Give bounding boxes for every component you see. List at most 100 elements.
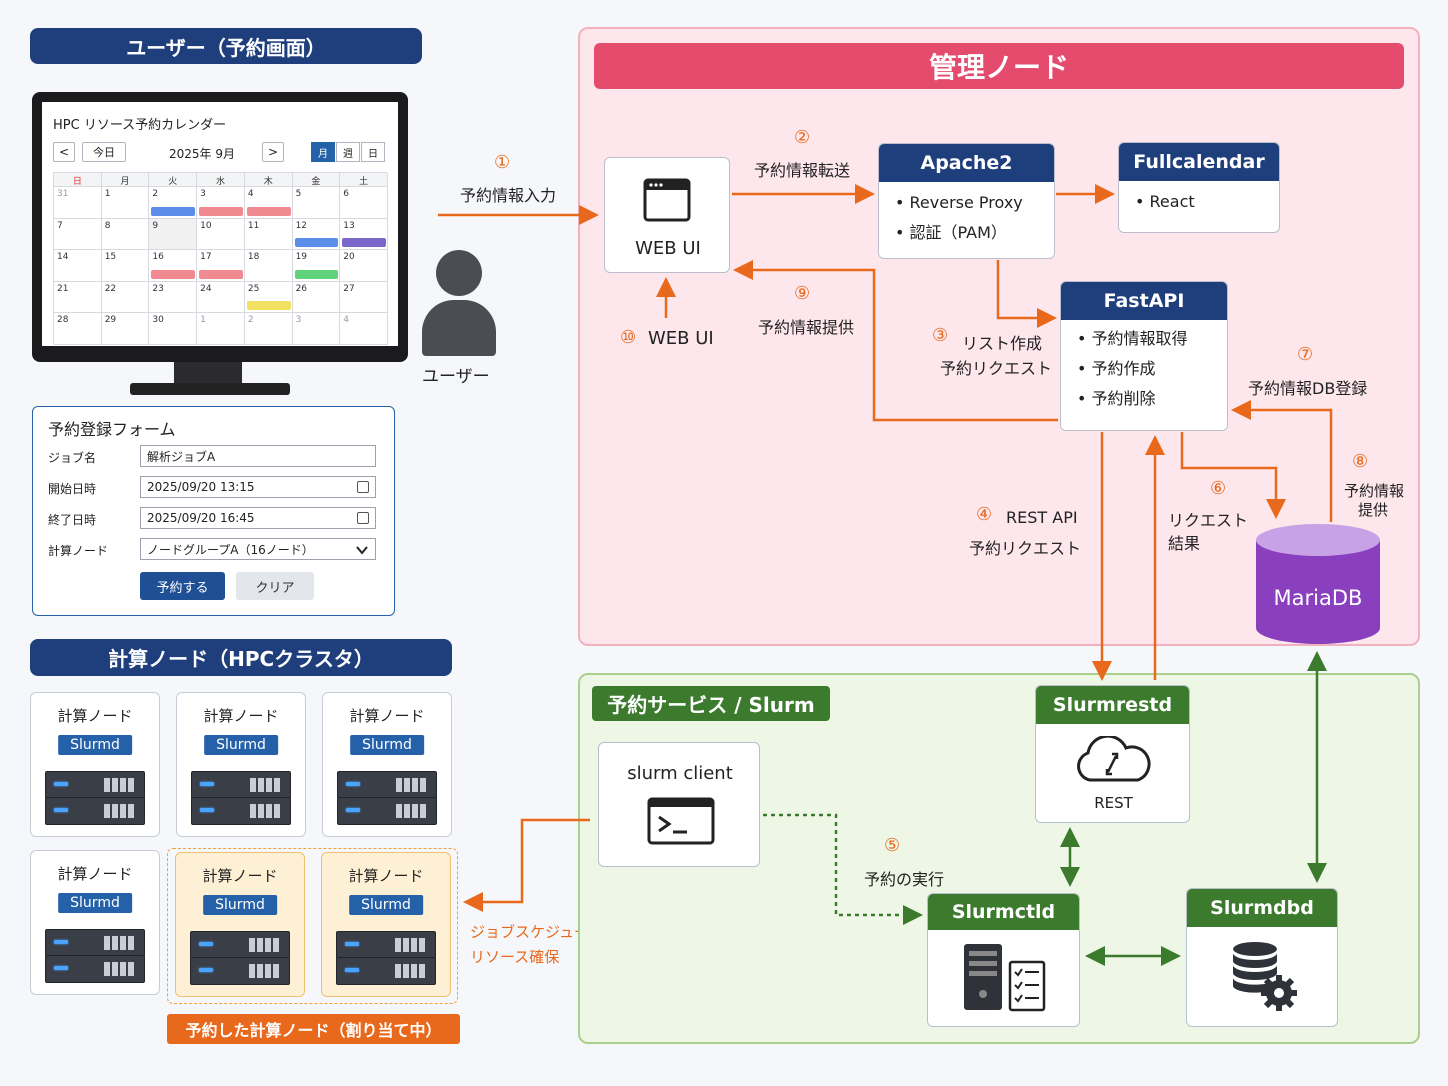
calendar-day-cell[interactable]: 26	[292, 281, 341, 314]
calendar-event-bar[interactable]	[294, 238, 339, 248]
server-rack-icon	[45, 771, 145, 799]
calendar-day-cell[interactable]: 18	[244, 250, 293, 282]
user-label: ユーザー	[422, 367, 490, 387]
terminal-icon	[647, 797, 715, 845]
start-datetime-input[interactable]: 2025/09/20 13:15	[140, 476, 376, 498]
calendar-weekday: 木	[244, 173, 293, 187]
calendar-day-cell[interactable]: 6	[340, 187, 388, 219]
calendar-day-cell[interactable]: 24	[197, 281, 245, 314]
step10-number: ⑩	[620, 327, 637, 348]
calendar-event-bar[interactable]	[342, 238, 386, 248]
step5-label: 予約の実行	[864, 870, 945, 889]
slurm-client-label: slurm client	[627, 763, 733, 784]
calendar-day-cell[interactable]: 3	[292, 313, 341, 345]
database-gear-icon	[1232, 942, 1297, 1011]
calendar-day-cell[interactable]: 14	[54, 250, 102, 282]
calendar-day-cell[interactable]: 9	[149, 218, 198, 251]
calendar-next-button[interactable]: >	[262, 142, 284, 162]
step6-label-1: リクエスト	[1168, 511, 1249, 530]
calendar-day-cell[interactable]: 5	[292, 187, 341, 219]
calendar-weekday: 火	[149, 173, 198, 187]
step4-label-2: 予約リクエスト	[969, 539, 1082, 558]
compute-section-title: 計算ノード（HPCクラスタ）	[30, 639, 452, 676]
calendar-day-cell[interactable]: 27	[340, 281, 388, 314]
calendar-day-cell[interactable]: 17	[197, 250, 245, 282]
compute-node-select[interactable]: ノードグループA（16ノード）	[140, 538, 376, 560]
calendar-day-cell[interactable]: 1	[197, 313, 245, 345]
calendar-day-cell[interactable]: 12	[292, 218, 341, 251]
slurmd-badge: Slurmd	[204, 735, 278, 755]
calendar-day-cell[interactable]: 23	[149, 281, 198, 314]
calendar-view-month[interactable]: 月	[311, 142, 335, 162]
job-name-input[interactable]: 解析ジョブA	[140, 445, 376, 467]
calendar-prev-button[interactable]: <	[53, 142, 75, 162]
feature-item: 予約情報取得	[1077, 324, 1227, 354]
reserved-node-label: 予約した計算ノード（割り当て中）	[167, 1014, 460, 1044]
calendar-day-cell[interactable]: 11	[244, 218, 293, 251]
compute-node-title: 計算ノード	[203, 707, 279, 725]
end-datetime-label: 終了日時	[48, 513, 97, 527]
slurm-client-box: slurm client	[598, 742, 760, 867]
calendar-day-cell[interactable]: 8	[101, 218, 150, 251]
compute-node: 計算ノード Slurmd	[176, 692, 306, 837]
calendar-day-cell[interactable]: 22	[101, 281, 150, 314]
slurmd-badge: Slurmd	[349, 895, 423, 915]
server-rack-icon	[45, 955, 145, 983]
slurmctld-title: Slurmctld	[928, 894, 1079, 930]
calendar-view-week[interactable]: 週	[336, 142, 360, 162]
calendar-event-bar[interactable]	[199, 269, 243, 279]
calendar-day-cell[interactable]: 10	[197, 218, 245, 251]
calendar-day-cell[interactable]: 7	[54, 218, 102, 251]
cloud-sync-icon	[1077, 736, 1151, 782]
calendar-event-bar[interactable]	[246, 206, 291, 216]
calendar-event-bar[interactable]	[151, 206, 196, 216]
step6-number: ⑥	[1210, 478, 1227, 499]
calendar-day-cell[interactable]: 31	[54, 187, 102, 219]
calendar-day-cell[interactable]: 21	[54, 281, 102, 314]
calendar-day-cell[interactable]: 28	[54, 313, 102, 345]
calendar-day-cell[interactable]: 4	[244, 187, 293, 219]
calendar-day-cell[interactable]: 29	[101, 313, 150, 345]
reserved-node-group	[167, 848, 458, 1004]
slurmd-badge: Slurmd	[58, 735, 132, 755]
calendar-day-cell[interactable]: 15	[101, 250, 150, 282]
calendar-event-bar[interactable]	[199, 206, 243, 216]
calendar-day-cell[interactable]: 2	[244, 313, 293, 345]
calendar-month-label: 2025年 9月	[169, 147, 235, 161]
clear-button[interactable]: クリア	[236, 572, 314, 600]
calendar-event-bar[interactable]	[151, 269, 196, 279]
calendar-day-cell[interactable]: 16	[149, 250, 198, 282]
webui-box[interactable]: WEB UI	[604, 157, 730, 273]
calendar-day-cell[interactable]: 3	[197, 187, 245, 219]
step6-label-2: 結果	[1168, 534, 1201, 553]
reserved-compute-node: 計算ノード Slurmd	[321, 852, 451, 997]
fastapi-box: FastAPI 予約情報取得予約作成予約削除	[1060, 281, 1228, 431]
calendar-icon[interactable]	[357, 512, 369, 524]
compute-node-title: 計算ノード	[57, 707, 133, 725]
calendar-title: HPC リソース予約カレンダー	[53, 118, 227, 133]
end-datetime-input[interactable]: 2025/09/20 16:45	[140, 507, 376, 529]
submit-button[interactable]: 予約する	[140, 572, 225, 600]
calendar-icon[interactable]	[357, 481, 369, 493]
calendar-day-cell[interactable]: 20	[340, 250, 388, 282]
calendar-day-cell[interactable]: 4	[340, 313, 388, 345]
calendar-day-cell[interactable]: 19	[292, 250, 341, 282]
calendar-day-cell[interactable]: 2	[149, 187, 198, 219]
step8-number: ⑧	[1352, 451, 1369, 472]
calendar-day-cell[interactable]: 25	[244, 281, 293, 314]
calendar-event-bar[interactable]	[294, 269, 339, 279]
end-datetime-value: 2025/09/20 16:45	[147, 511, 255, 525]
chevron-down-icon[interactable]	[356, 545, 368, 555]
compute-node-title: 計算ノード	[349, 707, 425, 725]
calendar-today-button[interactable]: 今日	[82, 142, 126, 162]
mariadb-label: MariaDB	[1273, 586, 1363, 610]
form-title: 予約登録フォーム	[48, 420, 176, 439]
calendar-day-cell[interactable]: 13	[340, 218, 388, 251]
calendar-view-day[interactable]: 日	[361, 142, 385, 162]
calendar-day-cell[interactable]: 1	[101, 187, 150, 219]
feature-item: 認証（PAM）	[895, 218, 1054, 248]
calendar-event-bar[interactable]	[246, 301, 291, 311]
compute-node: 計算ノード Slurmd	[322, 692, 452, 837]
step3-label-2: 予約リクエスト	[940, 359, 1053, 378]
calendar-day-cell[interactable]: 30	[149, 313, 198, 345]
